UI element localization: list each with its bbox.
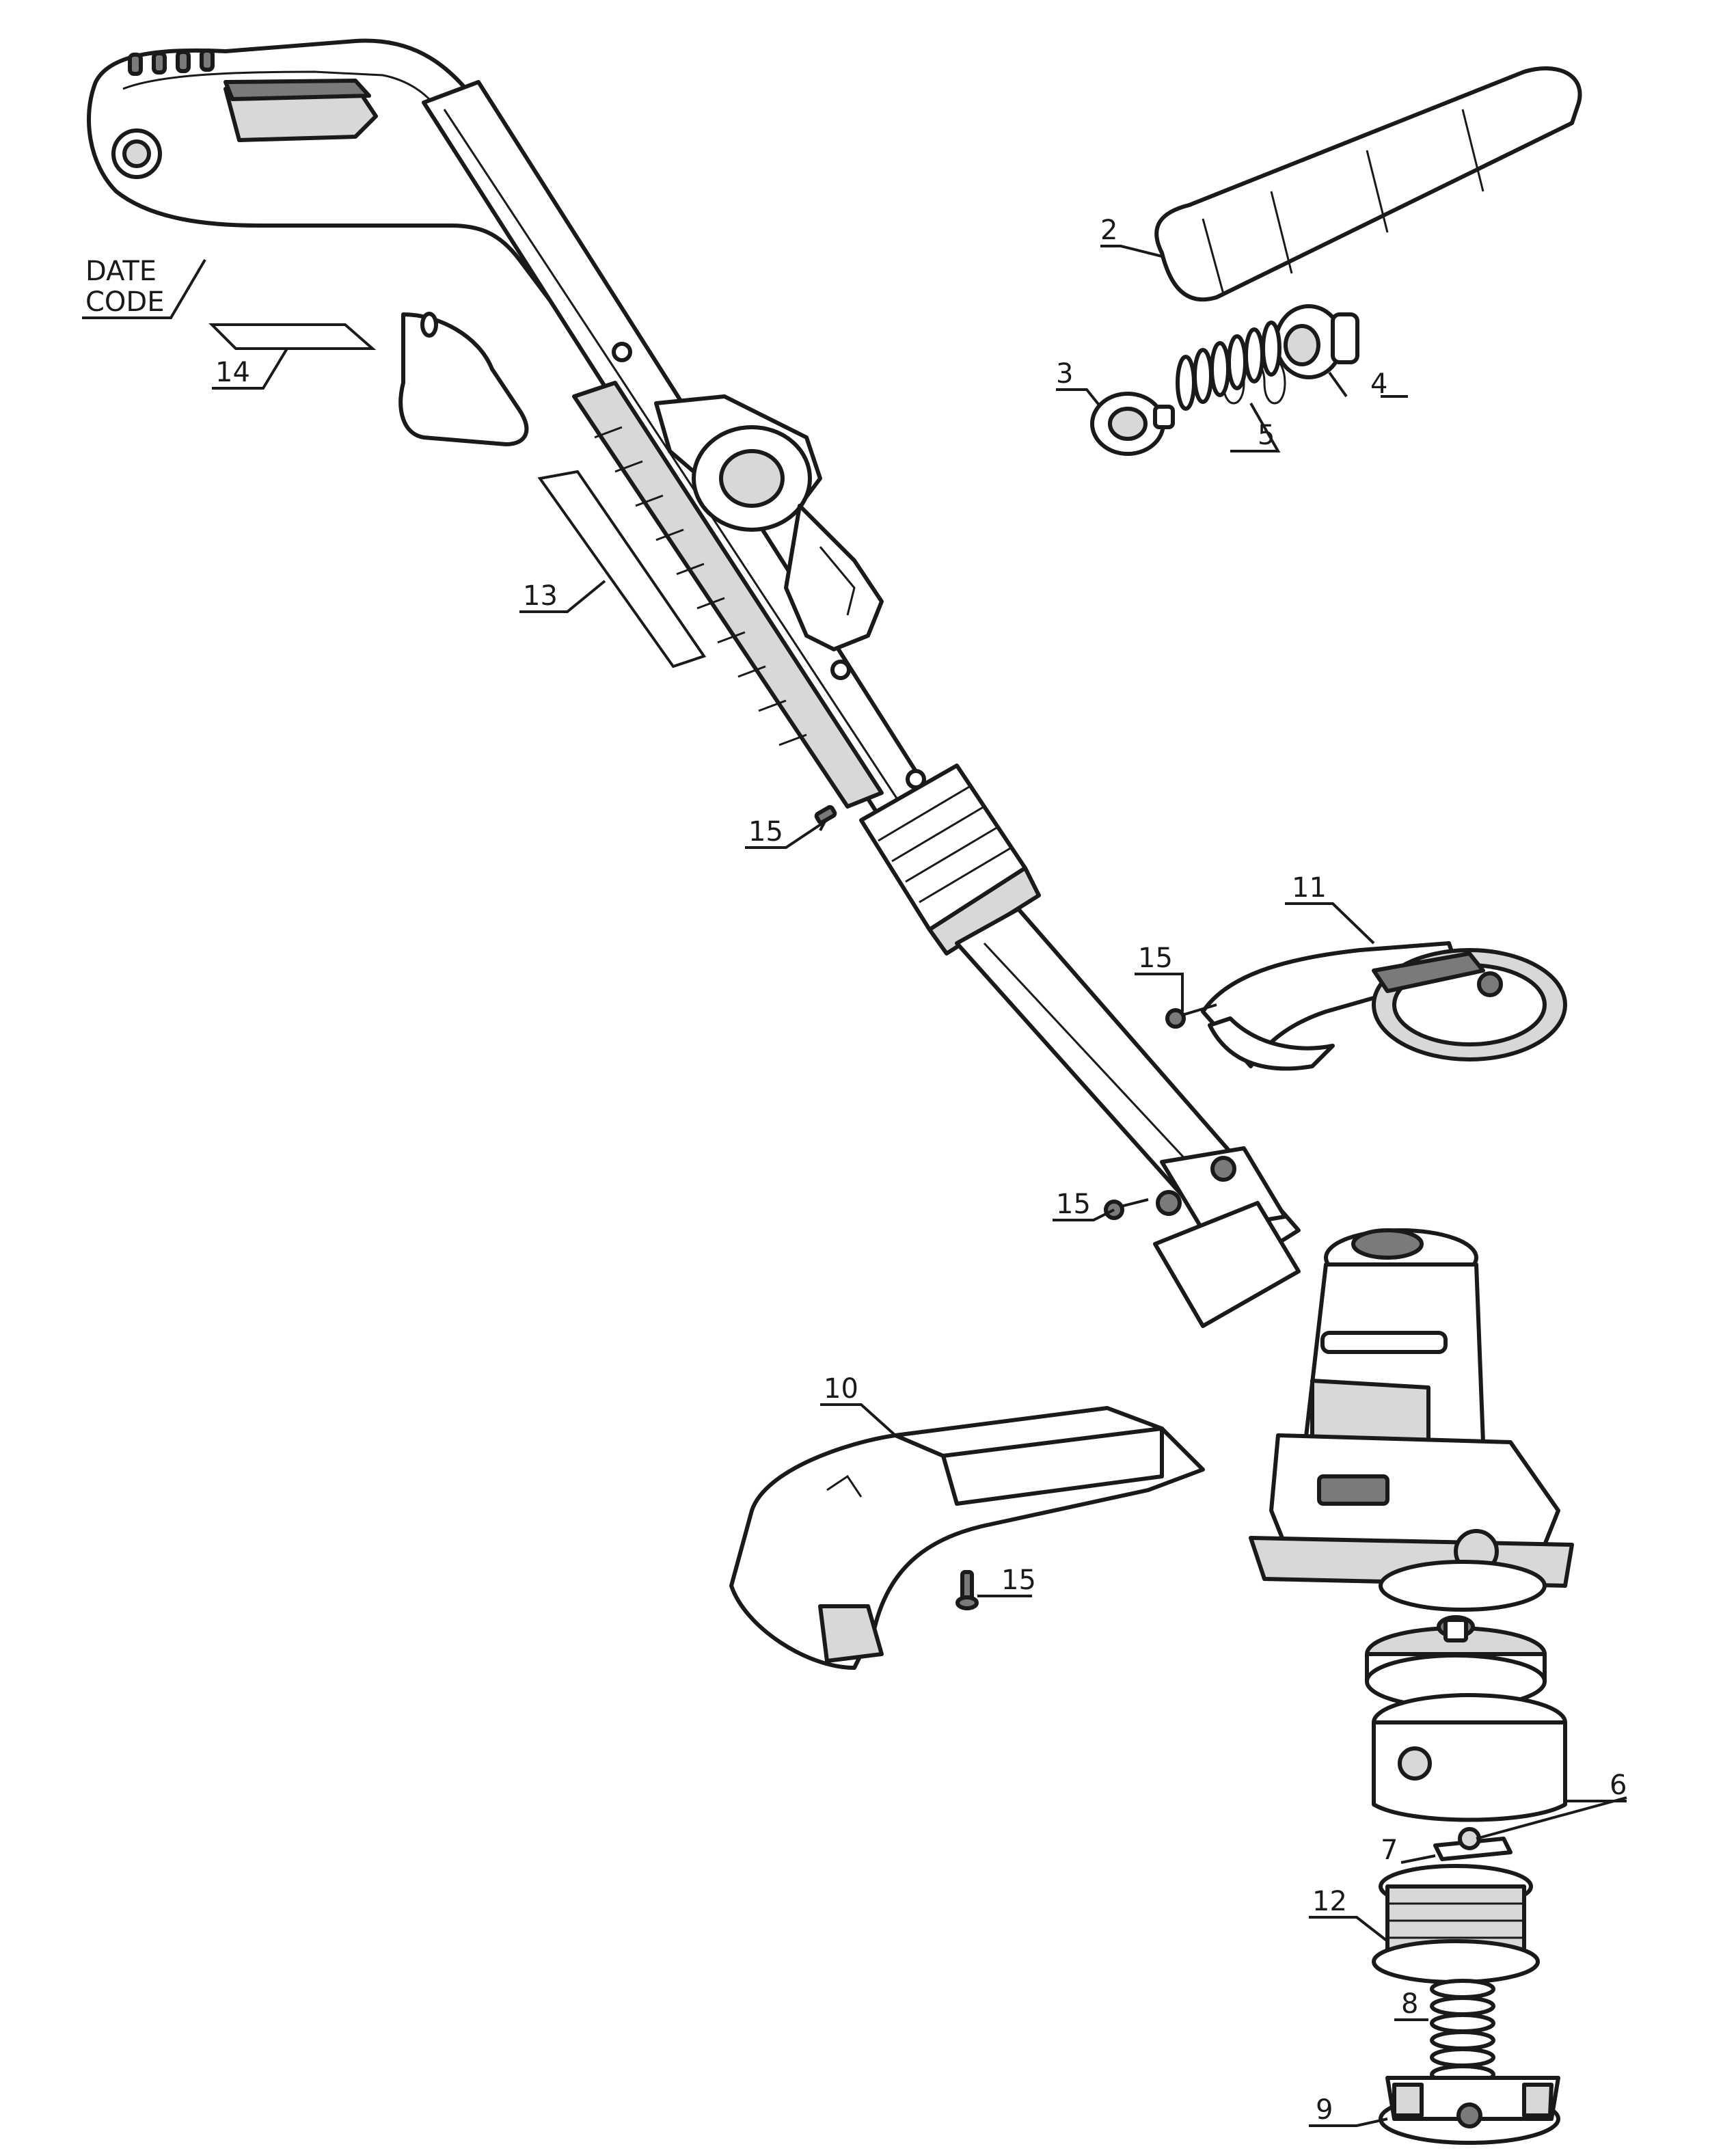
label-part-13: 13	[523, 580, 558, 612]
part-14-decal	[208, 323, 377, 350]
shaft-clamp	[1153, 1146, 1301, 1328]
label-part-8: 8	[1401, 1988, 1418, 2020]
label-part-7: 7	[1381, 1835, 1398, 1866]
twist-lock-collar	[859, 763, 1041, 956]
part-15-screw-c	[1104, 1198, 1149, 1220]
part-7-clip	[1433, 1827, 1513, 1861]
label-part-5: 5	[1258, 420, 1275, 451]
part-5-spring	[1176, 321, 1286, 411]
part-15-screw-d	[955, 1570, 979, 1610]
part-4-bushing	[1274, 304, 1359, 379]
part-10-guard	[729, 1406, 1205, 1670]
label-date-code-line2: CODE	[85, 286, 165, 318]
label-part-12: 12	[1312, 1886, 1347, 1917]
label-part-3: 3	[1056, 358, 1073, 390]
label-part-15c: 15	[1056, 1189, 1091, 1220]
adjustment-collar	[654, 394, 884, 651]
label-part-15a: 15	[748, 816, 783, 848]
part-12-spool	[1372, 1864, 1540, 1984]
label-part-9: 9	[1316, 2094, 1333, 2126]
part-8-spring	[1430, 1979, 1495, 2085]
part-13-decal	[537, 470, 707, 668]
label-part-6: 6	[1610, 1770, 1627, 1801]
label-part-2: 2	[1100, 215, 1117, 246]
label-part-15b: 15	[1138, 943, 1173, 974]
label-part-15d: 15	[1001, 1565, 1036, 1596]
part-2-aux-handle	[1154, 66, 1582, 302]
part-11-edge-wheel	[1201, 941, 1567, 1071]
label-part-11: 11	[1292, 872, 1327, 904]
part-9-spool-cap	[1379, 2076, 1560, 2145]
motor-housing	[1249, 1228, 1574, 1612]
leader-lines	[82, 245, 1627, 2127]
part-15-screw-b	[1165, 1003, 1217, 1029]
part-6-spool-housing	[1365, 1615, 1567, 1822]
label-part-10: 10	[824, 1373, 858, 1405]
label-date-code-line1: DATE	[85, 256, 157, 287]
part-3-knob	[1090, 392, 1175, 456]
label-part-14: 14	[215, 357, 250, 388]
label-part-4: 4	[1370, 368, 1387, 400]
